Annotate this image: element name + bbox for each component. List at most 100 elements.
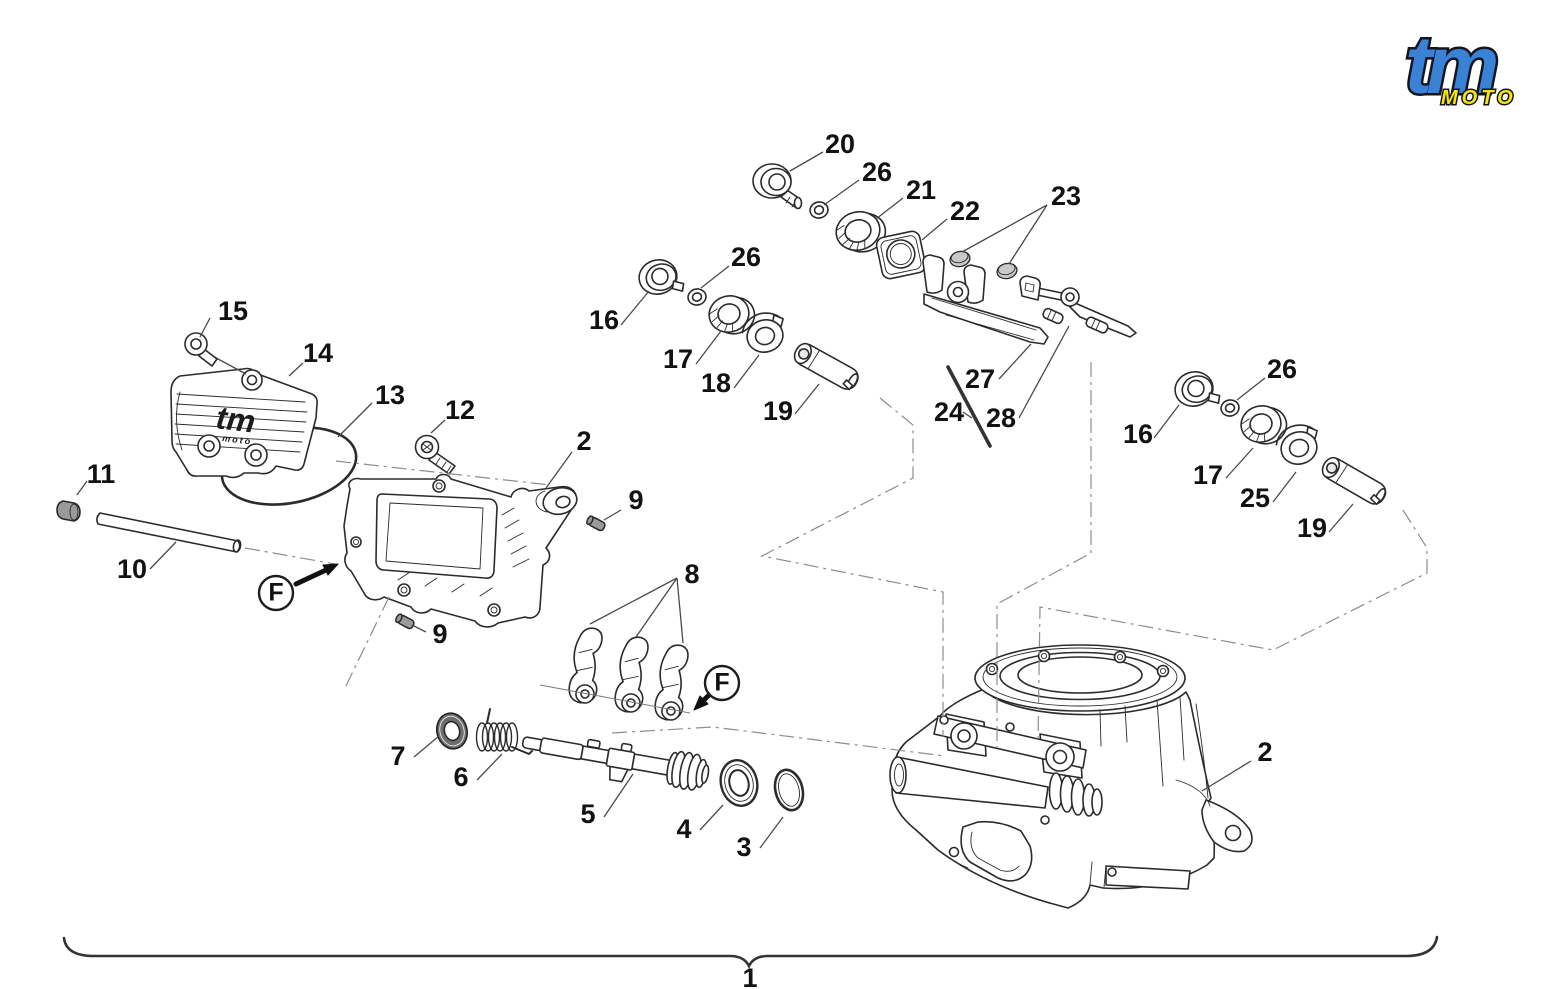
leader-line bbox=[921, 218, 948, 241]
leader-line bbox=[998, 343, 1032, 380]
part-plug-11 bbox=[56, 500, 81, 522]
part-cap-disc-16 bbox=[1174, 371, 1221, 407]
phantom-line bbox=[344, 596, 390, 689]
assembly-brace-1: 1 bbox=[62, 935, 1439, 989]
callout-5: 5 bbox=[580, 799, 595, 829]
construction-lines bbox=[244, 362, 1428, 757]
leader-line bbox=[430, 419, 446, 434]
leader-line bbox=[149, 541, 177, 570]
part-bearing-seal-7 bbox=[435, 712, 469, 750]
callout-19: 19 bbox=[1297, 513, 1327, 543]
leader-line bbox=[411, 624, 427, 633]
part-valve-blade-8 bbox=[568, 627, 603, 704]
callout-18: 18 bbox=[701, 368, 731, 398]
part-washer-26 bbox=[687, 288, 707, 306]
brand-logo: tm MOTO bbox=[1403, 18, 1517, 114]
callout-9: 9 bbox=[432, 619, 447, 649]
part-rod-10 bbox=[96, 512, 242, 553]
part-bushing-23 bbox=[996, 262, 1018, 280]
callout-7: 7 bbox=[390, 741, 405, 771]
leader-line bbox=[962, 411, 973, 419]
leader-line bbox=[961, 204, 1048, 253]
assembly-number: 1 bbox=[742, 963, 757, 989]
callout-26: 26 bbox=[1267, 354, 1297, 384]
view-marker-circle bbox=[257, 574, 295, 612]
leader-line bbox=[695, 330, 722, 365]
part-washer-26 bbox=[1220, 399, 1240, 417]
leader-line bbox=[199, 317, 211, 338]
leader-line bbox=[700, 265, 730, 289]
leader-line bbox=[1328, 503, 1354, 533]
cover-tm-mark: tm bbox=[214, 399, 257, 439]
phantom-line bbox=[611, 726, 946, 757]
callout-3: 3 bbox=[736, 832, 751, 862]
cylinder-bore bbox=[1017, 656, 1143, 694]
callout-22: 22 bbox=[950, 196, 980, 226]
part-valve-bracket-27 bbox=[922, 254, 1049, 345]
leader-line bbox=[589, 577, 678, 625]
leader-line bbox=[676, 577, 684, 644]
leader-line bbox=[1225, 447, 1254, 479]
leader-line bbox=[76, 480, 88, 496]
callout-25: 25 bbox=[1240, 483, 1270, 513]
leader-line bbox=[620, 290, 650, 326]
phantom-line bbox=[760, 397, 944, 737]
leader-line bbox=[1201, 760, 1252, 792]
part-screw-15 bbox=[184, 332, 218, 367]
view-marker-arrowhead bbox=[322, 563, 339, 576]
callout-27: 27 bbox=[965, 364, 995, 394]
callout-14: 14 bbox=[303, 338, 333, 368]
leader-line bbox=[789, 151, 824, 172]
callout-21: 21 bbox=[906, 175, 936, 205]
leader-line bbox=[1018, 325, 1070, 419]
leader-line bbox=[875, 197, 904, 220]
phantom-line bbox=[1037, 509, 1428, 743]
leader-line bbox=[733, 354, 760, 389]
callout-13: 13 bbox=[375, 380, 405, 410]
leader-line bbox=[823, 179, 860, 206]
leader-line bbox=[699, 804, 724, 831]
callout-24: 24 bbox=[934, 397, 964, 427]
callout-26: 26 bbox=[731, 242, 761, 272]
cover-moto-mark: moto bbox=[222, 433, 253, 447]
part-valve-housing-2 bbox=[343, 473, 578, 628]
part-valve-link-28 bbox=[1019, 275, 1137, 338]
part-retainer-25 bbox=[1275, 424, 1318, 465]
part-spring-bush-17 bbox=[1240, 405, 1288, 445]
view-marker-circle bbox=[703, 664, 741, 702]
part-spring-bush-17 bbox=[708, 295, 756, 335]
leader-line bbox=[603, 773, 634, 818]
part-valve-blade-8 bbox=[654, 644, 689, 721]
part-retainer-18 bbox=[741, 312, 784, 353]
view-marker-arrow bbox=[293, 567, 329, 587]
callout-10: 10 bbox=[117, 554, 147, 584]
callout-8: 8 bbox=[684, 559, 699, 589]
callout-4: 4 bbox=[676, 814, 691, 844]
part-washer-26 bbox=[809, 201, 829, 219]
blade-axis-line bbox=[539, 684, 691, 714]
part-pivot-pin-19 bbox=[1321, 456, 1387, 506]
callout-6: 6 bbox=[453, 762, 468, 792]
callout-15: 15 bbox=[218, 296, 248, 326]
view-marker-arrowhead bbox=[693, 695, 709, 711]
part-valve-shaft-5 bbox=[521, 736, 710, 791]
part-retainer-plate-22 bbox=[875, 230, 927, 280]
leader-line bbox=[635, 577, 678, 638]
phantom-line bbox=[996, 362, 1092, 748]
callout-2: 2 bbox=[1257, 737, 1272, 767]
callout-16: 16 bbox=[589, 305, 619, 335]
part-pivot-pin-19 bbox=[793, 342, 859, 391]
phantom-line bbox=[335, 460, 551, 486]
part-head-cover-14: tm moto bbox=[170, 351, 318, 479]
part-cap-disc-16 bbox=[638, 259, 685, 295]
part-spring-bush-21 bbox=[835, 210, 887, 253]
leader-line bbox=[288, 362, 304, 377]
brand-logo-moto-text: MOTO bbox=[1441, 87, 1517, 109]
part-torsion-spring-6 bbox=[475, 708, 533, 755]
part-bolt-12 bbox=[414, 434, 456, 475]
leader-line bbox=[603, 509, 622, 521]
callout-28: 28 bbox=[986, 403, 1016, 433]
part-bushing-23 bbox=[949, 250, 971, 268]
